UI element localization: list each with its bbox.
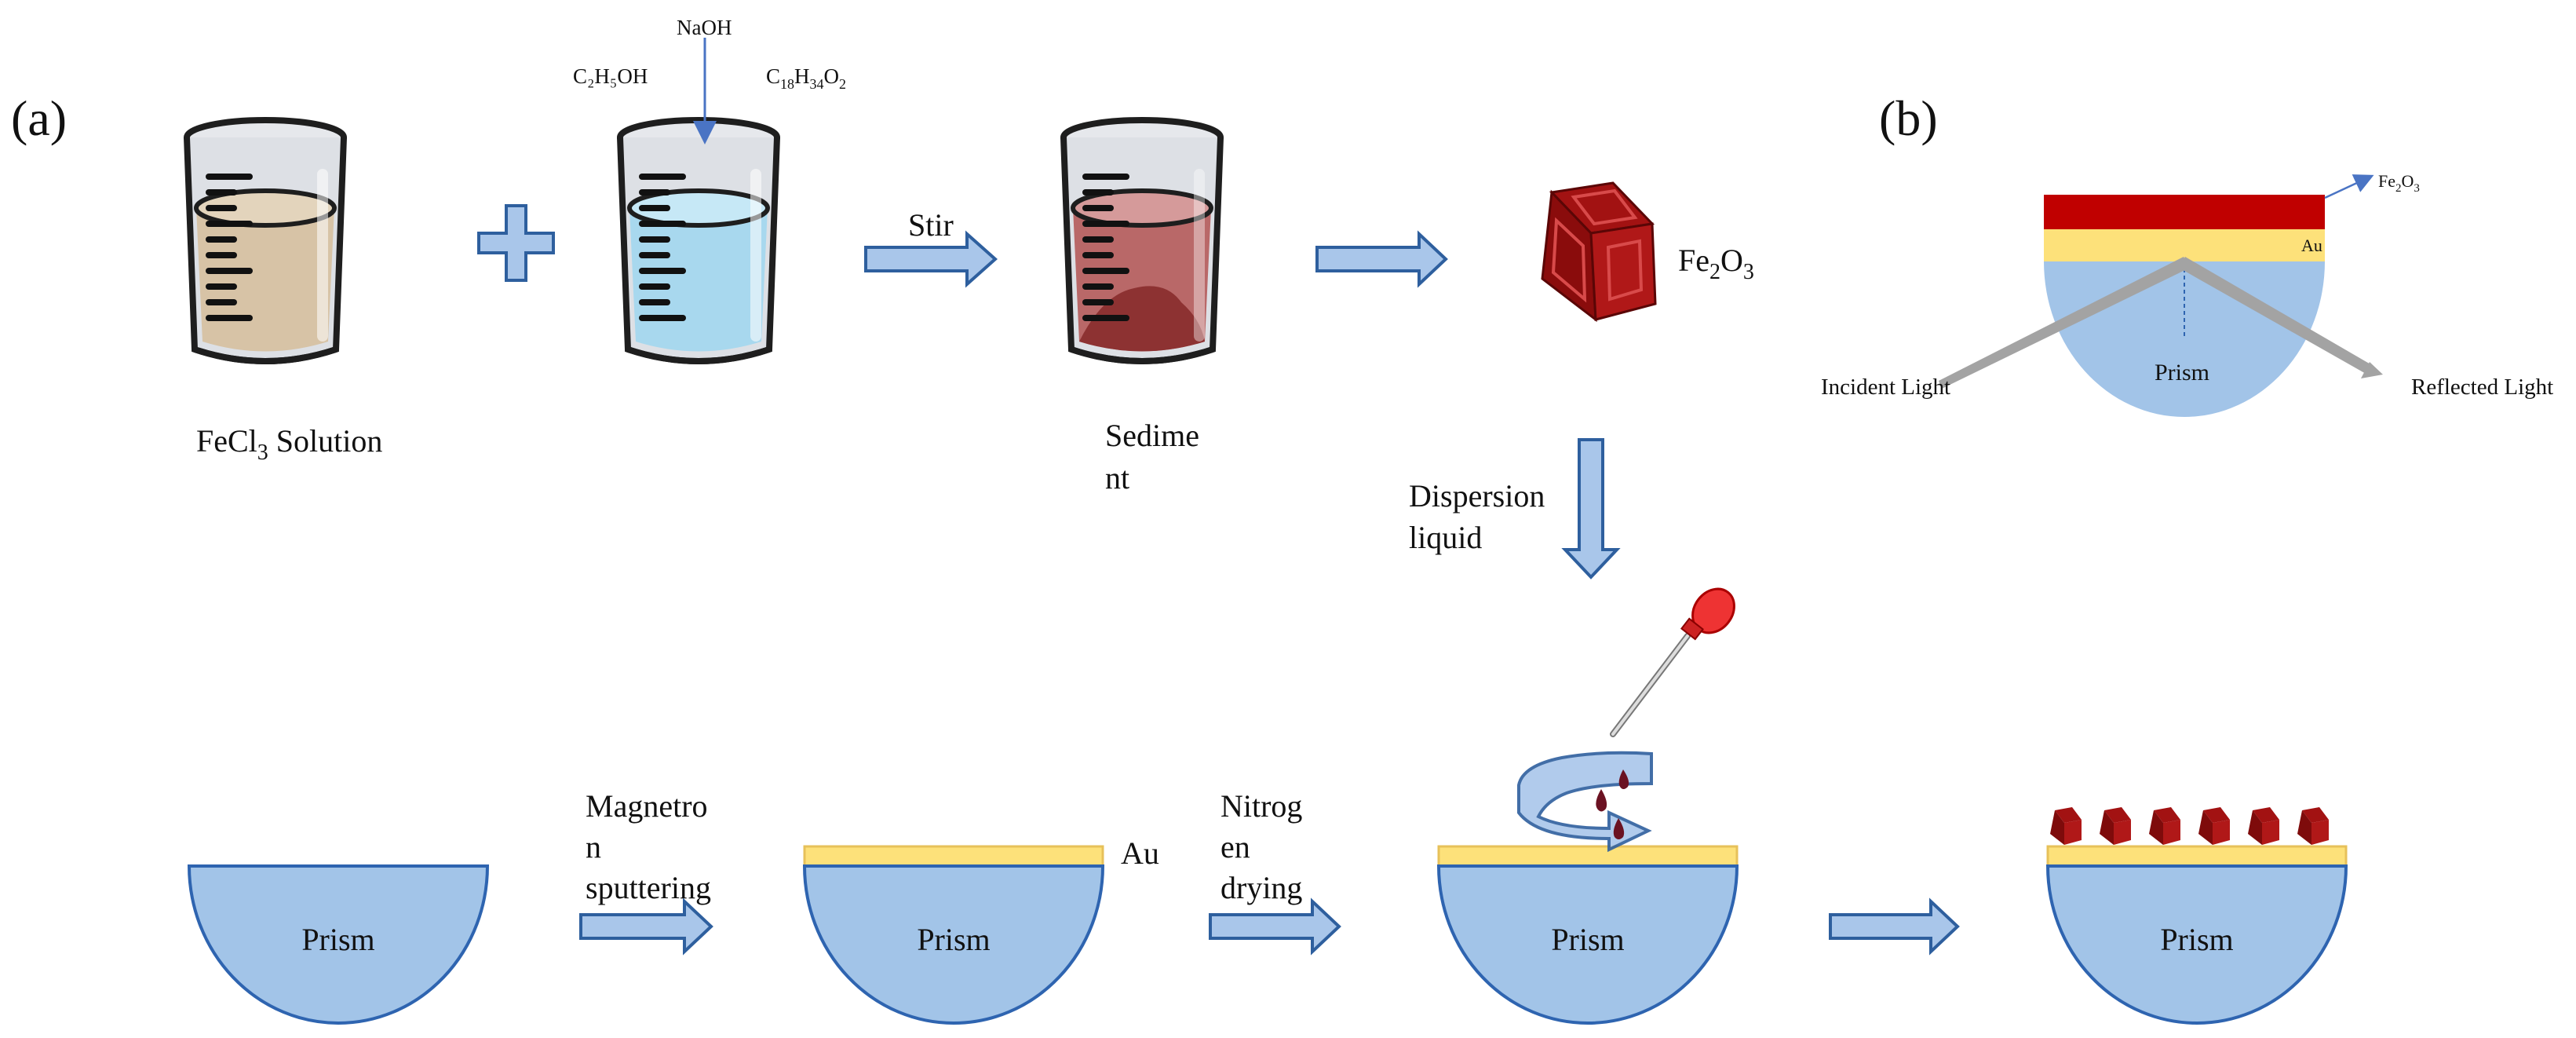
graduation-marks <box>206 174 253 321</box>
magnetron-label-line1: Magnetro <box>586 788 708 824</box>
panel-b-fe2o3-label: Fe2O3 <box>2378 171 2420 195</box>
dropper-icon <box>1610 587 1735 737</box>
spin-rotation-icon <box>1517 751 1653 853</box>
fecl3-liquid <box>196 208 334 352</box>
panel-b-prism-label: Prism <box>2155 360 2209 386</box>
prism-2-label: Prism <box>917 922 990 957</box>
magnetron-label-line2: n <box>586 829 601 864</box>
drop-2 <box>1596 789 1607 812</box>
stir-arrow <box>864 230 998 288</box>
nitrogen-label-line2: en <box>1220 829 1250 864</box>
prism-2-gold-layer <box>803 845 1104 868</box>
panel-b-fe2o3-layer <box>2044 195 2325 229</box>
fe2o3-cube-row <box>2050 807 2329 845</box>
reflected-light-beam <box>2179 257 2372 375</box>
panel-label-a: (a) <box>11 90 67 146</box>
arrow-to-fe2o3 <box>1315 230 1448 288</box>
plus-icon <box>477 204 555 282</box>
prism-4-label: Prism <box>2160 922 2233 957</box>
panel-b-au-label: Au <box>2301 236 2322 255</box>
dispersion-label-line2: liquid <box>1409 520 1482 555</box>
prism-3-label: Prism <box>1551 922 1624 957</box>
naoh-label: NaOH <box>677 16 732 39</box>
reagent-liquid <box>629 208 768 352</box>
prism-2 <box>802 864 1105 1025</box>
magnetron-label-line3: sputtering <box>586 870 711 905</box>
drop-1 <box>1618 769 1629 789</box>
beaker-fecl3 <box>184 117 347 364</box>
dispersion-arrow <box>1561 438 1621 579</box>
incident-light-label: Incident Light <box>1821 375 1950 400</box>
prism-4 <box>2045 864 2348 1025</box>
drop-3 <box>1613 818 1625 839</box>
au-label: Au <box>1121 835 1159 871</box>
beaker-reagents <box>617 117 780 364</box>
nitrogen-arrow <box>1209 897 1341 956</box>
fe2o3-cube <box>1541 181 1657 323</box>
fe2o3-label: Fe2O3 <box>1678 243 1754 284</box>
panel-b-gold-layer <box>2044 229 2325 261</box>
prism-4-gold-layer <box>2046 845 2348 868</box>
prism-1-label: Prism <box>301 922 374 957</box>
dispersion-label-line1: Dispersion <box>1409 478 1545 514</box>
sediment-label-line2: nt <box>1105 460 1129 495</box>
magnetron-arrow <box>579 897 713 956</box>
stir-label: Stir <box>908 207 954 243</box>
oleic-acid-label: C18H34O2 <box>766 64 846 92</box>
fe2o3-pointer <box>2324 174 2374 199</box>
ethanol-label: C₂H₅OH <box>573 64 648 88</box>
fecl3-label: FeCl3 Solution <box>196 423 382 465</box>
prism-3 <box>1436 864 1739 1025</box>
nitrogen-label-line3: drying <box>1220 870 1302 905</box>
prism-3-gold-layer <box>1437 845 1739 868</box>
prism-1 <box>187 864 490 1025</box>
beaker-sediment <box>1060 117 1224 364</box>
final-arrow <box>1829 897 1960 956</box>
reflected-light-label: Reflected Light <box>2411 375 2553 400</box>
panel-b-schematic: Fe2O3 Au Prism Incident Light Reflected … <box>1821 171 2553 417</box>
incident-light-beam <box>1939 257 2190 389</box>
panel-label-b: (b) <box>1879 90 1938 146</box>
sediment-label-line1: Sedime <box>1105 418 1199 453</box>
nitrogen-label-line1: Nitrog <box>1220 788 1302 824</box>
reflected-arrowhead <box>2361 362 2383 378</box>
